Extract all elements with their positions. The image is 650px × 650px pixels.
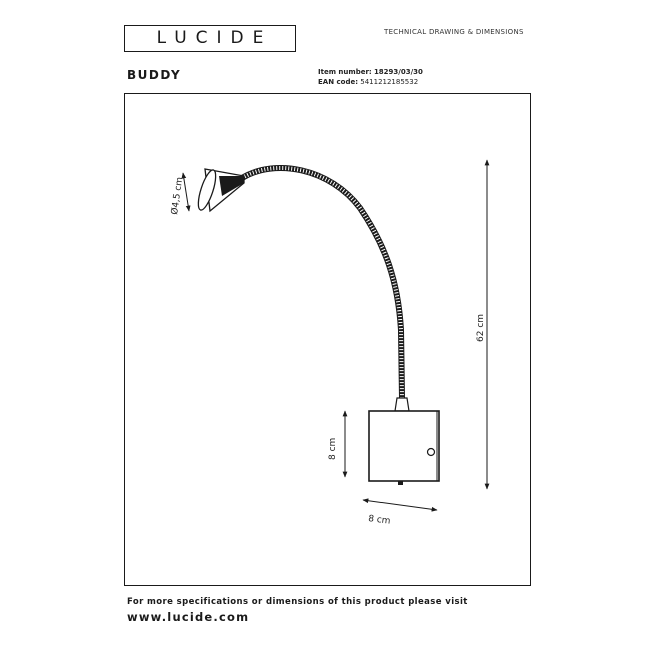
- footer-text: For more specifications or dimensions of…: [127, 597, 468, 607]
- base-box: [368, 410, 440, 482]
- ean-value: 5411212185532: [360, 78, 419, 86]
- head-diameter-line: [181, 172, 191, 212]
- gooseneck-ribbing: [240, 166, 404, 399]
- arm-connector: [394, 397, 410, 412]
- item-number-label: Item number:: [318, 68, 372, 76]
- footer-website-link[interactable]: www.lucide.com: [127, 610, 250, 624]
- switch-button: [426, 447, 436, 457]
- product-name: BUDDY: [127, 68, 182, 82]
- total-height-label: 62 cm: [476, 314, 486, 342]
- brand-logo-text: LUCIDE: [156, 28, 273, 48]
- box-width-line: [362, 498, 438, 512]
- item-number-row: Item number: 18293/03/30: [318, 68, 423, 76]
- cable-outlet: [398, 481, 403, 485]
- box-width-label: 8 cm: [368, 514, 391, 527]
- box-height-label: 8 cm: [328, 438, 338, 460]
- brand-logo: LUCIDE: [124, 25, 296, 52]
- item-number-value: 18293/03/30: [373, 68, 423, 76]
- ean-row: EAN code: 5411212185532: [318, 78, 418, 86]
- drawing-frame: [124, 93, 531, 586]
- document-type-label: TECHNICAL DRAWING & DIMENSIONS: [384, 28, 524, 36]
- gooseneck-arm: [240, 165, 405, 399]
- head-diameter-label: Ø4,5 cm: [169, 176, 185, 215]
- lamp-head: [197, 168, 245, 213]
- ean-label: EAN code:: [318, 78, 359, 86]
